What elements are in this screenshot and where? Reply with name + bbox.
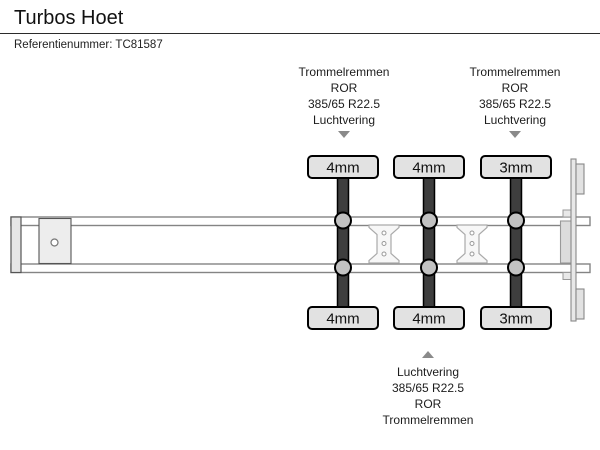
brake-measurement-box-bottom (393, 306, 465, 330)
gusset-rivet (381, 241, 387, 246)
rear-end-assembly (559, 158, 585, 322)
rear-hinge-bottom (575, 288, 585, 320)
axle-hub-top (334, 211, 352, 230)
brake-measurement-box-top (393, 155, 465, 179)
spec-line: 385/65 R22.5 (478, 97, 552, 111)
brake-measurement-box-top (307, 155, 379, 179)
chassis-bottom-rail (10, 263, 591, 274)
brake-measurement-text-bottom: 3mm (499, 311, 532, 328)
rear-post (570, 158, 577, 322)
axle-hub-bottom (420, 258, 438, 277)
brake-measurement-text-top: 4mm (412, 160, 445, 177)
axle-group-2: 4mm 4mm (393, 155, 465, 330)
spec-line: Trommelremmen (298, 65, 390, 79)
axle-bar (509, 176, 523, 309)
spec-line: Trommelremmen (469, 65, 561, 79)
reference-number: Referentienummer: TC81587 (14, 39, 163, 51)
spec-line: ROR (501, 81, 529, 95)
page-title: Turbos Hoet (14, 7, 124, 29)
spec-line: Luchtvering (312, 113, 376, 127)
spec-line: Luchtvering (396, 365, 460, 379)
gusset-rivet (469, 251, 475, 257)
brake-measurement-text-bottom: 4mm (412, 311, 445, 328)
axle-hub-bottom (334, 258, 352, 277)
brake-measurement-box-bottom (480, 306, 552, 330)
arrow-down-icon (338, 131, 350, 138)
front-plate-hole (50, 238, 59, 247)
gusset-rivet (381, 230, 387, 236)
spec-line: Trommelremmen (382, 413, 474, 427)
gusset-rivet (469, 241, 475, 246)
rear-bracket-top (562, 209, 572, 218)
arrow-down-icon (509, 131, 521, 138)
spec-line: 385/65 R22.5 (391, 381, 465, 395)
brake-measurement-text-bottom: 4mm (326, 311, 359, 328)
chassis-top-rail (10, 216, 591, 227)
axle-hub-bottom (507, 258, 525, 277)
spec-line: ROR (414, 397, 442, 411)
arrow-up-icon (422, 351, 434, 358)
spec-block-top-left: Trommelremmen ROR 385/65 R22.5 Luchtveri… (264, 64, 424, 138)
axle-hub-top (420, 211, 438, 230)
brake-measurement-text-top: 4mm (326, 160, 359, 177)
axle-bar (336, 176, 350, 309)
crossmember-gusset (456, 224, 488, 264)
front-end-cap (10, 216, 22, 274)
brake-measurement-text-top: 3mm (499, 160, 532, 177)
spec-line: ROR (330, 81, 358, 95)
axle-bar (422, 176, 436, 309)
brake-measurement-box-bottom (307, 306, 379, 330)
header-divider (0, 33, 600, 34)
rear-bracket-bottom (562, 272, 572, 280)
axle-group-1: 4mm 4mm (307, 155, 379, 330)
gusset-rivet (469, 230, 475, 236)
brake-measurement-box-top (480, 155, 552, 179)
rear-hinge-top (575, 163, 585, 195)
spec-block-bottom: Luchtvering 385/65 R22.5 ROR Trommelremm… (348, 351, 508, 428)
axle-group-3: 3mm 3mm (480, 155, 552, 330)
crossmember-gusset (368, 224, 400, 264)
gusset-rivet (381, 251, 387, 257)
spec-block-top-right: Trommelremmen ROR 385/65 R22.5 Luchtveri… (435, 64, 595, 138)
spec-line: Luchtvering (483, 113, 547, 127)
rear-crossblock (559, 220, 573, 264)
spec-line: 385/65 R22.5 (307, 97, 381, 111)
axle-hub-top (507, 211, 525, 230)
